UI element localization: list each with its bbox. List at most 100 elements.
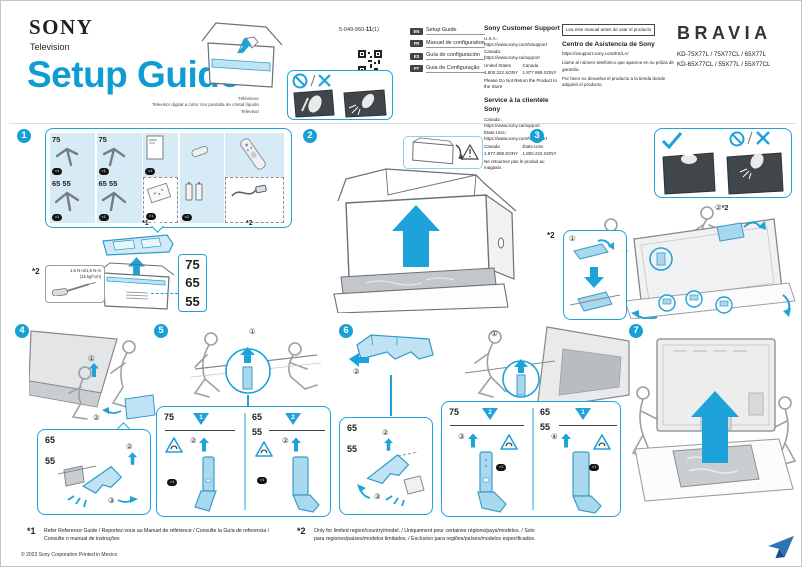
circled-2: ② xyxy=(93,413,100,422)
subtitle-pt: Televisor xyxy=(240,108,259,114)
part-number-prefix: 5-049-960- xyxy=(339,27,366,33)
stand-75-illustration xyxy=(194,456,217,512)
circled-2: ② xyxy=(126,442,133,451)
size-55: 55 xyxy=(45,456,56,466)
pinch-warning-icon xyxy=(255,441,273,457)
size-75: 75 xyxy=(185,256,200,272)
size-55: 55 xyxy=(347,444,358,454)
small-up-arrow xyxy=(384,438,393,451)
circled-4: ④ xyxy=(551,432,558,441)
panel-65-55: 65 55 2 ② ×1 xyxy=(245,407,332,516)
language-label-en: Setup Guide xyxy=(426,27,485,35)
batteries-icon xyxy=(185,182,202,201)
support-fr-col2: États-Unis xyxy=(522,143,544,149)
parts-row-1: 75 ×1 75 ×1 ×1 xyxy=(50,133,287,177)
part-stand-75-right: 75 ×1 xyxy=(96,133,142,177)
bravia-block: BRAVIA KD-75X77L / 75X77CL / 65X77L KD-6… xyxy=(677,23,772,69)
support-fr-title: Service à la clientèle Sony xyxy=(484,96,549,114)
cable-icon xyxy=(231,184,267,197)
support-es-url: https://esupport.sony.com/ES/LA/ xyxy=(562,51,629,57)
circled-1: ① xyxy=(249,327,256,336)
language-badge-fr: FR xyxy=(410,40,423,47)
slot-marker-2: 2 xyxy=(285,413,301,425)
circled-3: ③ xyxy=(108,496,115,505)
foam-removal-illustration xyxy=(57,465,138,508)
stand-quantity-badge: ×1 xyxy=(589,464,600,471)
support-fr-note: Ne retournez pas le produit au magasin. xyxy=(484,158,545,171)
support-fr-canada-label: Canada : xyxy=(484,116,503,122)
part-size-label: 65 55 xyxy=(52,179,71,188)
part-stand-6555-left: 65 55 ×1 xyxy=(50,177,95,223)
size-55: 55 xyxy=(540,422,551,432)
stand-leg-icon xyxy=(102,147,125,167)
part-number-suffix: (1) xyxy=(372,27,379,33)
lift-tray-arrow xyxy=(128,257,145,281)
circled-1: ① xyxy=(569,234,576,243)
small-up-arrow xyxy=(291,437,301,452)
slot-marker-1: 1 xyxy=(575,408,591,420)
screw-bag-icon xyxy=(146,182,172,204)
part-size-label: 75 xyxy=(98,135,107,144)
lift-tv-off-base-illustration xyxy=(631,338,797,502)
insert-stand-illustration xyxy=(190,332,322,398)
support-es-title: Centro de Asistencia de Sony xyxy=(562,40,655,48)
stand-quantity-badge: ×1 xyxy=(167,479,178,486)
read-manual-notice: Lea este manual antes de usar el product… xyxy=(562,24,656,36)
support-fr-country-row: Canada États-Unis xyxy=(484,144,561,151)
panel-65-55: 65 55 1 ④ ×1 xyxy=(533,402,622,516)
carton-with-tray-illustration xyxy=(97,262,175,310)
tv-bottom-edge xyxy=(559,425,617,426)
size-65: 65 xyxy=(185,275,200,291)
remote-icon xyxy=(240,138,266,170)
unbox-accessory-illustration xyxy=(201,22,283,88)
handling-caution-box xyxy=(654,128,792,198)
model-numbers: KD-75X77L / 75X77CL / 65X77L KD-65X77CL … xyxy=(677,50,772,69)
support-en-col1: United States xyxy=(484,62,512,68)
product-line: Television xyxy=(30,42,70,52)
panel-divider xyxy=(532,408,534,510)
small-up-arrow xyxy=(89,363,99,377)
slot-marker-2: 2 xyxy=(482,408,498,420)
small-up-arrow xyxy=(199,437,209,452)
callout-connector xyxy=(390,375,392,416)
support-english-block: Sony Customer Support U.S.A.: https://ww… xyxy=(484,24,561,91)
support-en-note: Please Do Not Return the Product to the … xyxy=(484,77,558,90)
part-manual: ×1 xyxy=(143,133,178,177)
foam-callout-box-6555: 65 55 ② ③ xyxy=(339,417,433,515)
assistance-spanish-column: Lea este manual antes de usar el product… xyxy=(562,24,680,89)
pinch-warning-icon xyxy=(500,434,518,450)
title-translations: Téléviseur Televisor digital a color con… xyxy=(41,96,259,115)
support-es-line2: Por favor no devuelva el producto a la t… xyxy=(562,75,666,88)
attach-stand-illustration xyxy=(585,206,796,319)
parts-row-2: 65 55 ×1 65 55 ×1 ×1 ×2 xyxy=(50,177,287,223)
size-65: 65 xyxy=(540,407,551,417)
footnote-2-mark: *2 xyxy=(297,526,306,536)
language-label-fr: Manuel de configuration xyxy=(426,39,485,48)
subtitle-es: Televisor digital a color con pantalla d… xyxy=(152,102,259,108)
foam-callout-box-65-55: 65 55 ② ③ xyxy=(37,429,151,515)
stand-quantity-badge: ×1 xyxy=(496,464,507,471)
support-en-usa-label: U.S.A.: xyxy=(484,35,499,41)
support-en-phone2: 1.877.899.SONY xyxy=(522,70,557,76)
stand-leg-icon xyxy=(55,147,79,167)
fold-foot-illustration xyxy=(569,239,621,312)
quantity-badge: ×1 xyxy=(98,168,109,175)
torque-note-box: 1.5 N·m/1,5 N·m (15 kgf·cm) xyxy=(45,265,105,303)
fold-foot-box: ① xyxy=(563,230,627,320)
support-fr-col1: Canada xyxy=(484,143,500,149)
page-title: Setup Guide xyxy=(27,54,240,95)
tilt-caution-inset xyxy=(403,136,483,169)
circled-2: ② xyxy=(282,436,289,445)
small-part-icon xyxy=(190,145,208,158)
quantity-badge: ×2 xyxy=(181,214,192,221)
step-5-badge: 5 xyxy=(154,324,168,338)
part-number-bold: 11 xyxy=(365,27,373,33)
size-leader-line xyxy=(151,293,178,294)
part-cable xyxy=(225,177,284,223)
step-2-badge: 2 xyxy=(303,129,317,143)
stand-quantity-badge: ×1 xyxy=(257,477,268,484)
